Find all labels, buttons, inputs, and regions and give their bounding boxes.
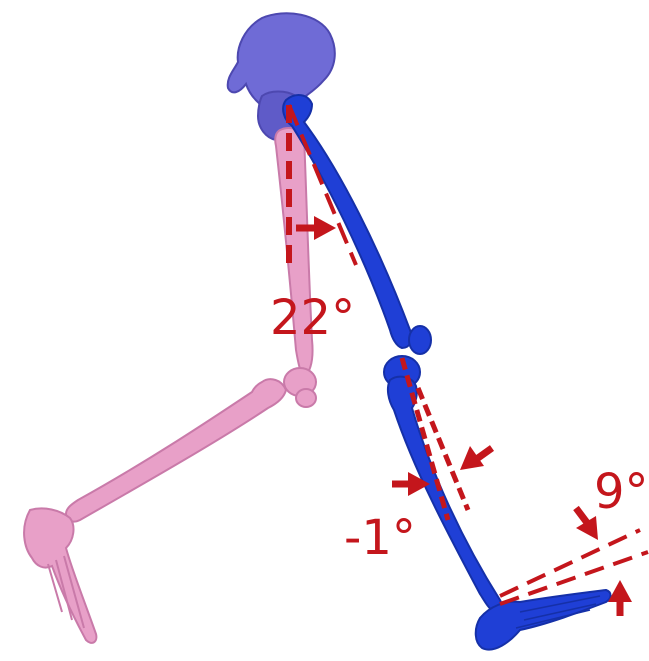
pink-leg [24, 128, 316, 643]
blue-tibia [388, 377, 502, 613]
ankle-angle-label: 9° [594, 464, 649, 520]
pink-patella [296, 389, 316, 407]
pink-tibia [66, 379, 286, 521]
hip-angle-label: 22° [270, 290, 355, 346]
knee-angle-arrow-right [460, 446, 492, 470]
ankle-angle-arrow-bottom [608, 580, 632, 616]
blue-patella [409, 326, 431, 354]
pelvis [228, 13, 335, 140]
knee-angle-label: -1° [344, 510, 416, 566]
